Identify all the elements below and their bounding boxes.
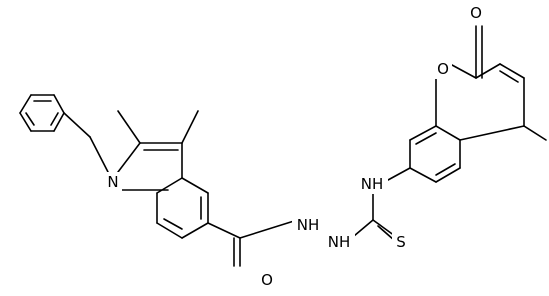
bond-line xyxy=(377,225,395,241)
bond-line xyxy=(156,177,183,194)
bond-line xyxy=(415,132,437,145)
bond-line xyxy=(53,94,65,114)
bond-line xyxy=(387,167,411,181)
bond-line xyxy=(409,125,437,141)
atom-sulfur: S xyxy=(396,233,406,251)
bond-layer xyxy=(19,25,547,267)
bond-line xyxy=(163,218,183,230)
bond-line xyxy=(19,94,32,114)
atom-nitrogen-indole: N xyxy=(107,173,118,191)
bond-line xyxy=(156,222,183,239)
bond-line xyxy=(372,219,396,237)
bond-line xyxy=(53,112,65,132)
bond-line xyxy=(181,222,209,239)
bond-line xyxy=(409,167,437,183)
bond-line xyxy=(181,110,199,144)
bond-line xyxy=(239,220,295,239)
atom-nh-hydrazide-2: NH xyxy=(328,233,351,251)
bond-line xyxy=(207,222,241,239)
bond-line xyxy=(475,63,501,79)
bond-line xyxy=(451,64,477,79)
bond-line xyxy=(459,125,525,141)
atom-oxygen-ring: O xyxy=(437,60,449,78)
atom-oxygen-lactone-carbonyl: O xyxy=(470,4,482,22)
bond-line xyxy=(435,125,461,141)
bond-line xyxy=(353,219,374,237)
atom-label-layer: N O O O NH NH NH S xyxy=(104,3,485,290)
bond-line xyxy=(50,112,59,126)
bond-line xyxy=(63,112,91,138)
bond-line xyxy=(499,70,519,83)
bond-line xyxy=(181,177,209,194)
bond-line xyxy=(19,112,32,132)
bond-line xyxy=(499,63,525,79)
atom-nh-hydrazide-1: NH xyxy=(297,216,320,234)
bond-line xyxy=(117,142,141,173)
bond-line xyxy=(89,136,109,173)
bond-line xyxy=(435,163,456,176)
atom-nh-thiourea: NH xyxy=(361,175,384,193)
bond-line xyxy=(117,110,141,144)
bond-line xyxy=(523,125,547,141)
bond-line xyxy=(25,112,35,126)
bond-line xyxy=(435,167,461,183)
atom-oxygen-amide-carbonyl: O xyxy=(261,271,273,289)
